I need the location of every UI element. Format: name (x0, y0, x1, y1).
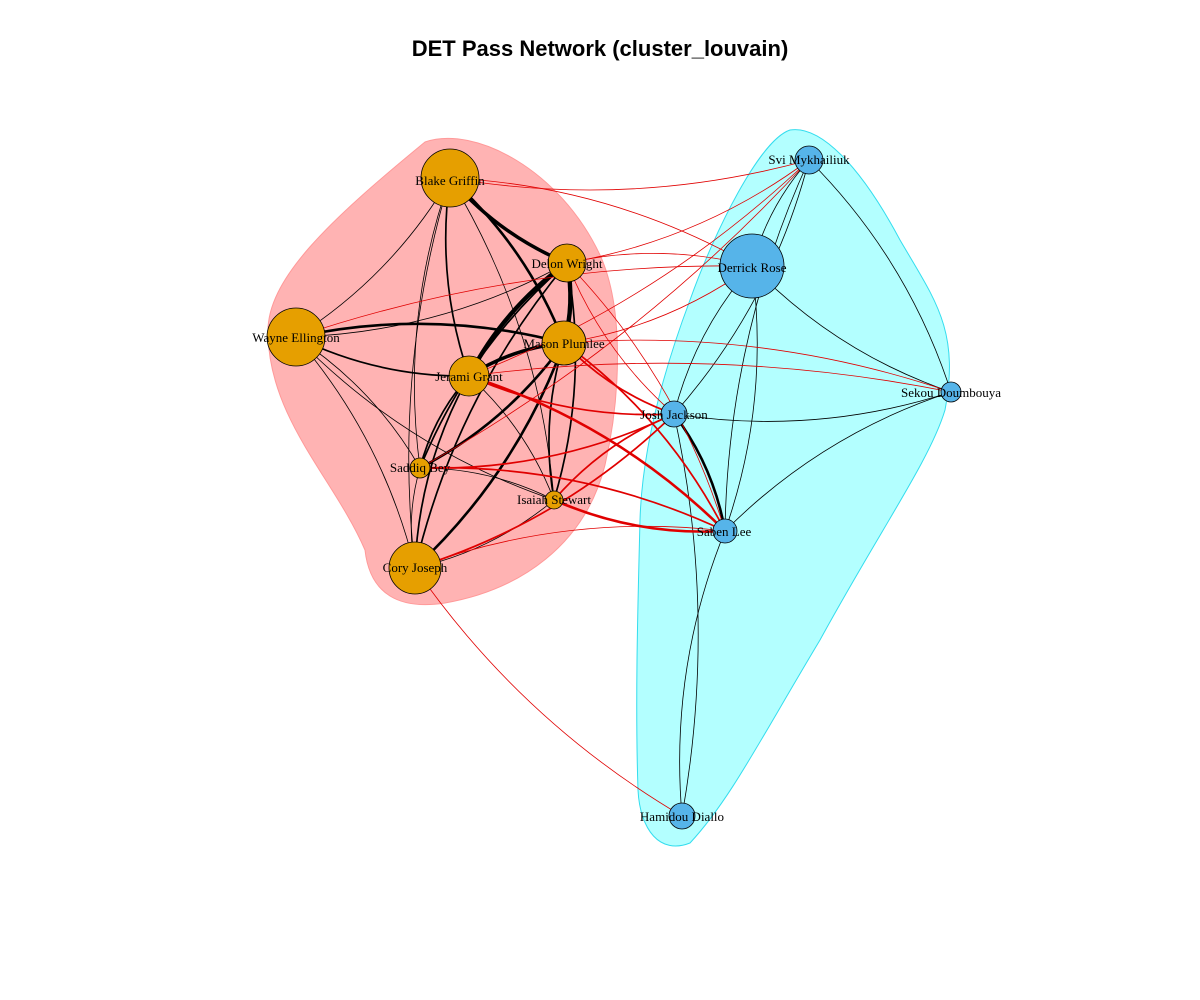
edge-stewart-jackson (553, 413, 675, 501)
node-label-plumlee: Mason Plumlee (523, 336, 604, 351)
edge-mykhailiuk-lee (724, 159, 810, 532)
node-label-bey: Saddiq Bey (390, 460, 451, 475)
node-stewart[interactable] (544, 490, 564, 510)
node-label-wright: Delon Wright (531, 256, 602, 271)
node-label-griffin: Blake Griffin (415, 173, 485, 188)
edge-grant-doumbouya (468, 362, 952, 393)
edge-ellington-plumlee (295, 322, 565, 345)
edge-plumlee-lee (563, 342, 726, 532)
edge-wright-mykhailiuk (566, 159, 810, 264)
node-rose[interactable] (719, 233, 785, 299)
edge-lee-diallo (679, 530, 726, 817)
node-label-jackson: Josh Jackson (640, 407, 708, 422)
edge-griffin-joseph (408, 177, 451, 569)
edge-griffin-mykhailiuk (449, 159, 810, 191)
node-bey[interactable] (409, 457, 431, 479)
edge-wright-bey (419, 262, 568, 469)
edge-griffin-rose (449, 177, 753, 267)
node-label-lee: Saben Lee (697, 524, 752, 539)
node-jackson[interactable] (660, 400, 688, 428)
chart-title: DET Pass Network (cluster_louvain) (411, 36, 789, 61)
edge-jackson-lee (672, 413, 727, 532)
node-wright[interactable] (547, 243, 587, 283)
edge-bey-lee (419, 466, 726, 532)
edge-lee-doumbouya (724, 391, 952, 532)
node-label-stewart: Isaiah Stewart (517, 492, 591, 507)
edge-stewart-lee (553, 498, 726, 533)
edge-grant-lee (468, 374, 726, 532)
edge-grant-mykhailiuk (468, 159, 810, 377)
edge-jackson-doumbouya (673, 391, 952, 422)
edge-bey-mykhailiuk (419, 159, 810, 469)
node-label-rose: Derrick Rose (718, 260, 787, 275)
edge-wright-joseph (414, 262, 568, 569)
edge-wright-lee (566, 262, 726, 532)
edge-ellington-rose (295, 265, 753, 338)
edge-ellington-joseph (295, 336, 416, 569)
node-diallo[interactable] (668, 802, 696, 830)
cluster-2-hull (636, 129, 950, 847)
node-griffin[interactable] (420, 148, 480, 208)
node-label-diallo: Hamidou Diallo (640, 809, 724, 824)
node-plumlee[interactable] (541, 320, 587, 366)
nodes-layer (266, 145, 962, 830)
node-label-joseph: Cory Joseph (383, 560, 448, 575)
edge-joseph-lee (414, 525, 726, 569)
node-joseph[interactable] (388, 541, 442, 595)
node-label-doumbouya: Sekou Doumbouya (901, 385, 1001, 400)
node-ellington[interactable] (266, 307, 326, 367)
node-grant[interactable] (448, 355, 490, 397)
edge-mykhailiuk-doumbouya (808, 159, 952, 393)
node-doumbouya[interactable] (940, 381, 962, 403)
node-label-grant: Jerami Grant (435, 369, 503, 384)
edge-joseph-diallo (414, 567, 683, 817)
node-mykhailiuk[interactable] (794, 145, 824, 175)
edge-wright-stewart (553, 262, 577, 501)
node-lee[interactable] (712, 518, 738, 544)
node-label-mykhailiuk: Svi Mykhailiuk (768, 152, 850, 167)
edge-plumlee-doumbouya (563, 339, 952, 393)
edge-ellington-stewart (295, 336, 555, 501)
edge-grant-jackson (468, 375, 675, 416)
edge-jackson-diallo (673, 413, 699, 817)
node-label-ellington: Wayne Ellington (252, 330, 340, 345)
edge-rose-lee (724, 265, 758, 532)
edge-wright-jackson (566, 262, 675, 415)
